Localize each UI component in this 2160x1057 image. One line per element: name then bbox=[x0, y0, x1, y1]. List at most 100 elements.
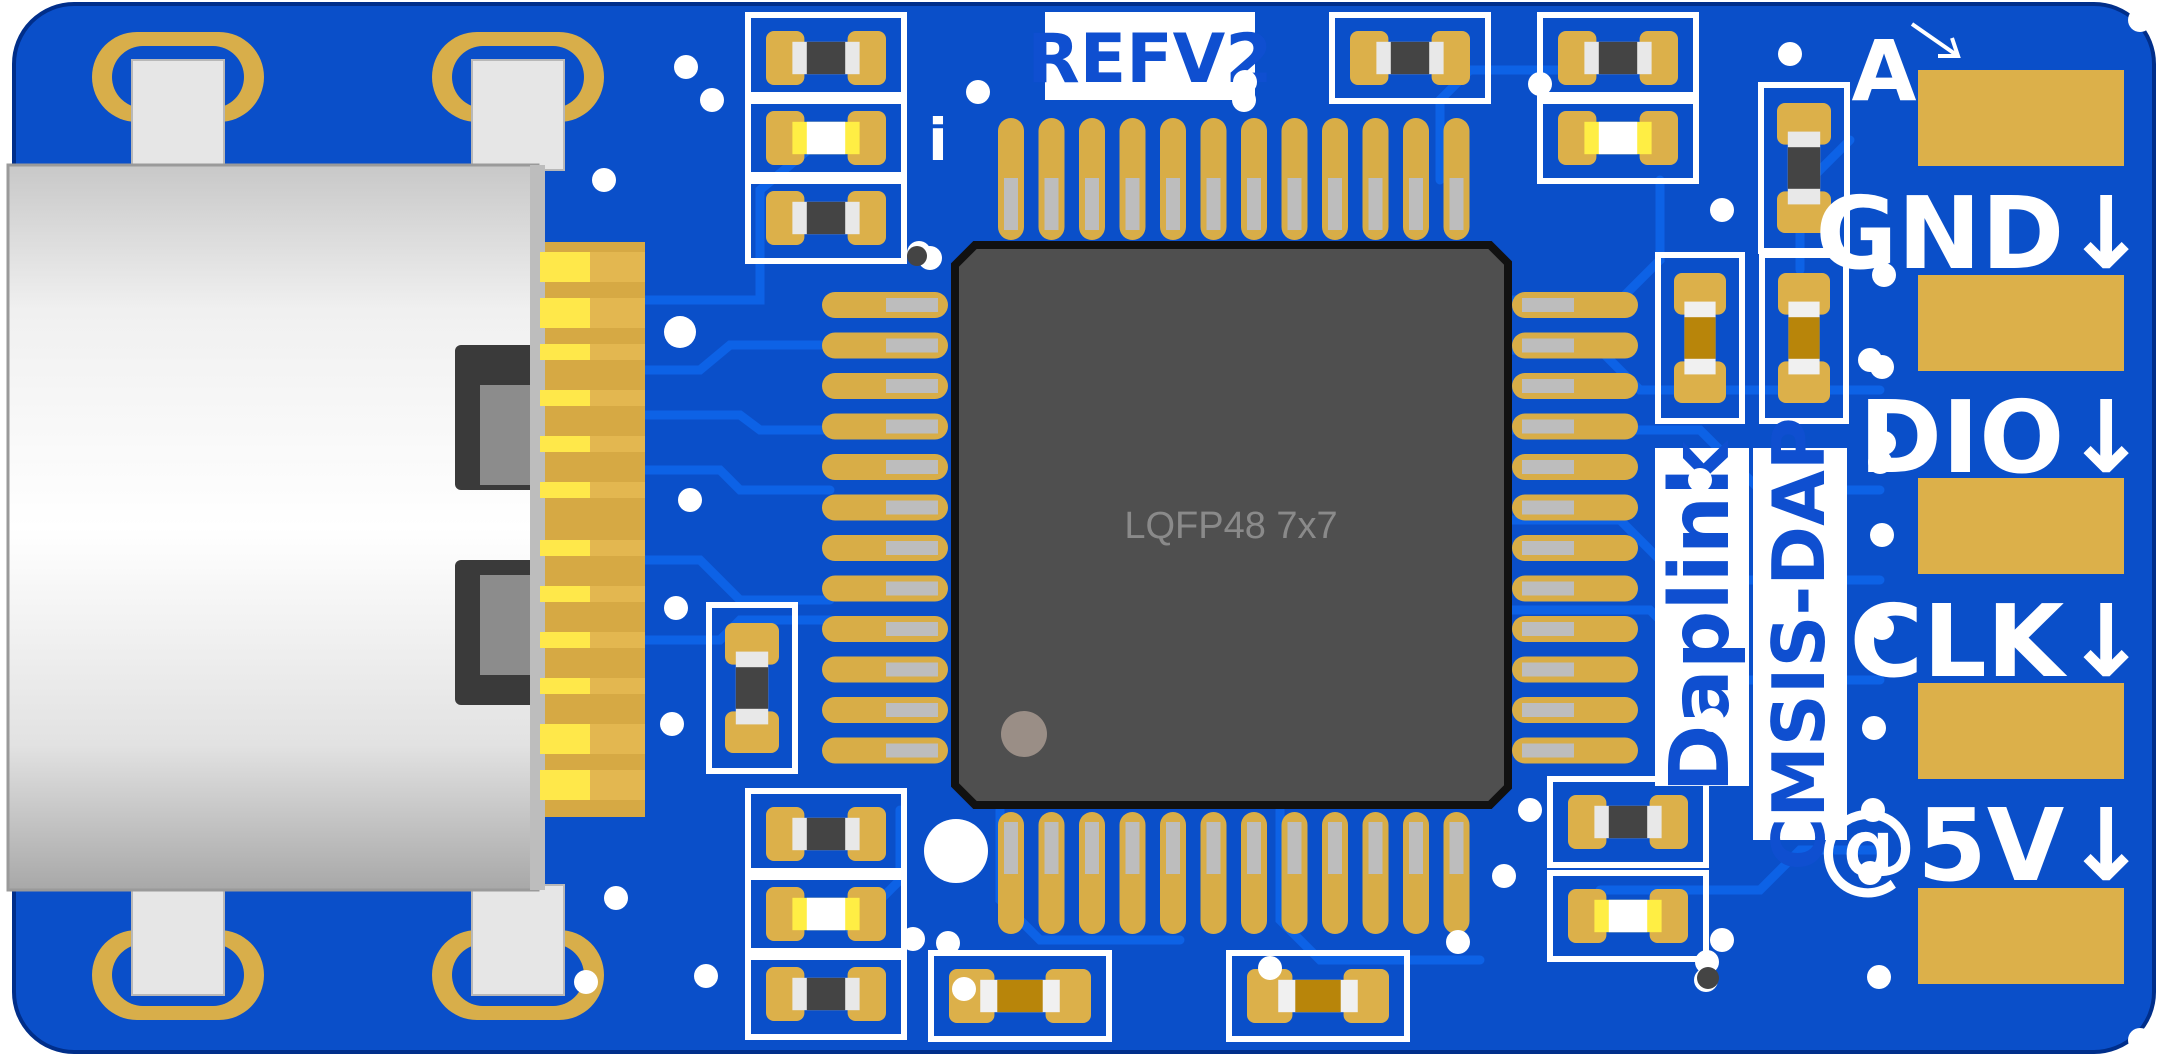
component-outline bbox=[745, 788, 907, 880]
chip-pins-left bbox=[822, 292, 948, 764]
passive-components bbox=[706, 12, 1850, 1042]
via bbox=[1233, 70, 1257, 94]
chip-pin-lead bbox=[1044, 822, 1059, 874]
chip-pin-lead bbox=[1166, 178, 1180, 230]
via bbox=[1872, 263, 1896, 287]
component-outline bbox=[928, 950, 1112, 1042]
via bbox=[936, 931, 960, 955]
chip-pin-lead bbox=[1004, 178, 1018, 230]
chip-pin-lead bbox=[1125, 822, 1140, 874]
chip-pin-lead bbox=[1368, 178, 1383, 230]
component-body bbox=[1295, 979, 1341, 1013]
component-body bbox=[735, 667, 769, 709]
chip-pins-right bbox=[1512, 292, 1638, 764]
via bbox=[664, 596, 688, 620]
usb-contact bbox=[540, 298, 590, 328]
chip-pin-lead bbox=[886, 541, 938, 555]
lqfp48-chip: LQFP48 7x7 bbox=[822, 118, 1638, 934]
usb-contact-pad bbox=[590, 390, 645, 406]
component-outline bbox=[745, 12, 907, 104]
component-outline bbox=[745, 92, 907, 184]
via bbox=[1870, 523, 1894, 547]
chip-pins-bottom bbox=[998, 812, 1470, 934]
chip-label: LQFP48 7x7 bbox=[1124, 505, 1337, 547]
via bbox=[1778, 42, 1802, 66]
via bbox=[1695, 950, 1719, 974]
header-pin-pad bbox=[1918, 275, 2124, 371]
chip-pin-lead bbox=[1166, 822, 1180, 874]
component-body bbox=[806, 897, 846, 931]
usb-contact-pad bbox=[590, 770, 645, 800]
usb-contact bbox=[540, 344, 590, 360]
component-body bbox=[806, 41, 846, 75]
component-body bbox=[806, 201, 846, 235]
component-outline bbox=[1537, 12, 1699, 104]
usb-contact-pad bbox=[590, 298, 645, 328]
usb-contact-pad bbox=[590, 678, 645, 694]
via bbox=[1528, 72, 1552, 96]
pin-marker: i bbox=[928, 106, 948, 174]
chip-pin-lead bbox=[886, 338, 938, 353]
header-pin-pad bbox=[1918, 683, 2124, 779]
header-label-dio: DIO↓ bbox=[1859, 379, 2148, 496]
via bbox=[1872, 431, 1896, 455]
via bbox=[1688, 468, 1712, 492]
usb-contact-pad bbox=[590, 344, 645, 360]
via bbox=[1861, 798, 1885, 822]
usb-contact-bank bbox=[545, 242, 645, 817]
usb-contact bbox=[540, 724, 590, 754]
chip-pin-lead bbox=[1247, 178, 1261, 230]
chip-pin-lead bbox=[886, 581, 938, 596]
corner-label: A bbox=[1851, 22, 1916, 120]
component-outline bbox=[1547, 870, 1709, 962]
chip-pin-lead bbox=[886, 298, 938, 312]
via bbox=[1858, 348, 1882, 372]
via bbox=[592, 168, 616, 192]
via bbox=[1700, 708, 1724, 732]
usb-contact-pad bbox=[590, 586, 645, 602]
via bbox=[1710, 928, 1734, 952]
usb-contact-pad bbox=[590, 540, 645, 556]
usb-contact-pad bbox=[590, 724, 645, 754]
chip-pin-lead bbox=[1522, 298, 1574, 312]
via bbox=[664, 316, 696, 348]
chip-pin-lead bbox=[1287, 822, 1302, 874]
component-outline bbox=[1537, 92, 1699, 184]
component-outline bbox=[745, 172, 907, 264]
component-body bbox=[997, 979, 1043, 1013]
chip-pin-lead bbox=[1368, 822, 1383, 874]
component-outline bbox=[1226, 950, 1410, 1042]
via bbox=[574, 970, 598, 994]
via bbox=[1710, 198, 1734, 222]
chip-pin-lead bbox=[1522, 662, 1574, 677]
usb-contact bbox=[540, 586, 590, 602]
chip-pin-lead bbox=[886, 500, 938, 515]
usb-contact-pad bbox=[590, 252, 645, 282]
component-outline bbox=[745, 948, 907, 1040]
via bbox=[2128, 8, 2152, 32]
chip-pin-lead bbox=[886, 379, 938, 393]
chip-pin-lead bbox=[1522, 419, 1574, 434]
chip-pin-lead bbox=[1449, 178, 1464, 230]
header-pin-pad bbox=[1918, 70, 2124, 166]
chip-pin-lead bbox=[886, 622, 938, 636]
via bbox=[674, 55, 698, 79]
chip-pin-lead bbox=[1409, 822, 1423, 874]
component-body bbox=[1608, 805, 1648, 839]
chip-pin-lead bbox=[886, 743, 938, 758]
chip-pin-lead bbox=[1522, 379, 1574, 393]
via bbox=[700, 88, 724, 112]
brand-subtitle: CMSIS-DAP bbox=[1757, 417, 1841, 870]
chip-pin-lead bbox=[1522, 622, 1574, 636]
vias bbox=[574, 8, 2152, 1052]
via bbox=[1232, 88, 1256, 112]
usb-contact bbox=[540, 252, 590, 282]
component-outline bbox=[1759, 252, 1849, 424]
via bbox=[660, 712, 684, 736]
chip-pin-lead bbox=[1328, 822, 1342, 874]
component-outline bbox=[745, 868, 907, 960]
component-outline bbox=[1758, 82, 1850, 254]
chip-pin-lead bbox=[1004, 822, 1018, 874]
chip-pin-lead bbox=[886, 460, 938, 474]
